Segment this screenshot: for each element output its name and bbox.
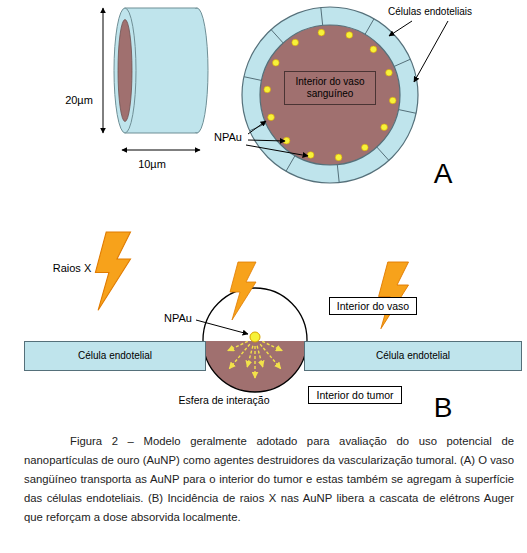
callout-label: Células endoteliais [388, 6, 472, 18]
gold-nanoparticle [264, 86, 271, 93]
gold-nanoparticle [362, 144, 369, 151]
leader-arrow [414, 21, 448, 82]
dimension-label: 20µm [65, 94, 93, 107]
auger-ray [247, 346, 253, 367]
cell-divider [244, 77, 262, 81]
leader-arrow [248, 140, 285, 141]
gold-nanoparticle [268, 114, 275, 121]
endothelial-cell-band: Célula endotelial [304, 341, 522, 371]
cylinder-lumen [118, 20, 132, 122]
auger-ray [260, 344, 281, 369]
region-label-box: Interior do tumor [308, 386, 401, 405]
node-text: Interior do vaso [337, 300, 409, 313]
gold-nanoparticle [346, 32, 353, 39]
panel-letter: B [434, 392, 453, 424]
node-text: Interior do vaso sanguíneo [288, 76, 372, 100]
node-text: Célula endotelial [78, 350, 152, 362]
cell-divider [365, 19, 374, 35]
dimension-label: 10µm [138, 158, 166, 171]
vessel-lumen [260, 25, 400, 165]
cell-divider [377, 147, 389, 160]
tumor-region [203, 341, 307, 392]
region-label-box: Interior do vaso [329, 297, 417, 316]
auger-electron-rays [228, 341, 282, 378]
cell-dividers [244, 7, 416, 182]
cylinder-body-fill [126, 9, 197, 132]
cell-divider [321, 7, 323, 25]
gold-nanoparticle [335, 154, 342, 161]
lightning-bolt [379, 262, 409, 329]
vessel-cylinder [114, 8, 208, 133]
gold-nanoparticle [389, 97, 396, 104]
endothelial-cell-band: Célula endotelial [24, 341, 206, 371]
node-text: Célula endotelial [376, 350, 450, 362]
callout-label: Raios X [53, 262, 92, 275]
cell-divider [337, 165, 339, 183]
lumen-box: Interior do vaso sanguíneo [284, 71, 376, 105]
gold-nanoparticle [292, 39, 299, 46]
cell-divider [271, 30, 283, 43]
cell-divider [286, 156, 295, 172]
gold-nanoparticle [273, 60, 280, 67]
gold-nanoparticle [250, 332, 260, 342]
interaction-sphere [203, 288, 307, 392]
panel-letter: A [434, 158, 453, 190]
gold-nanoparticle [318, 29, 325, 36]
lightning-bolt [95, 232, 130, 310]
dimension-line [122, 150, 200, 151]
callout-label: NPAu [164, 312, 192, 325]
cylinder-face [114, 8, 136, 133]
auger-ray [254, 346, 255, 378]
callout-label: NPAu [214, 131, 242, 144]
interaction-sphere-fill [203, 288, 307, 392]
cell-divider [398, 110, 416, 114]
leader-arrow [196, 320, 248, 334]
gold-nanoparticle [386, 69, 393, 76]
cell-divider [394, 59, 410, 66]
gold-nanoparticle [370, 46, 377, 53]
callout-label: Esfera de interação [178, 394, 269, 406]
gold-nanoparticle [307, 152, 314, 159]
leader-arrow [248, 121, 266, 134]
figure-caption: Figura 2 – Modelo geralmente adotado par… [24, 432, 514, 527]
lightning-bolt [230, 262, 256, 320]
auger-ray [228, 341, 248, 350]
endothelial-ring [242, 7, 418, 183]
gold-nanoparticle [381, 124, 388, 131]
auger-ray [257, 346, 263, 367]
dimension-line [103, 8, 104, 133]
leader-arrow [246, 145, 308, 156]
leader-arrow [389, 21, 412, 36]
node-text: Interior do tumor [316, 389, 393, 402]
